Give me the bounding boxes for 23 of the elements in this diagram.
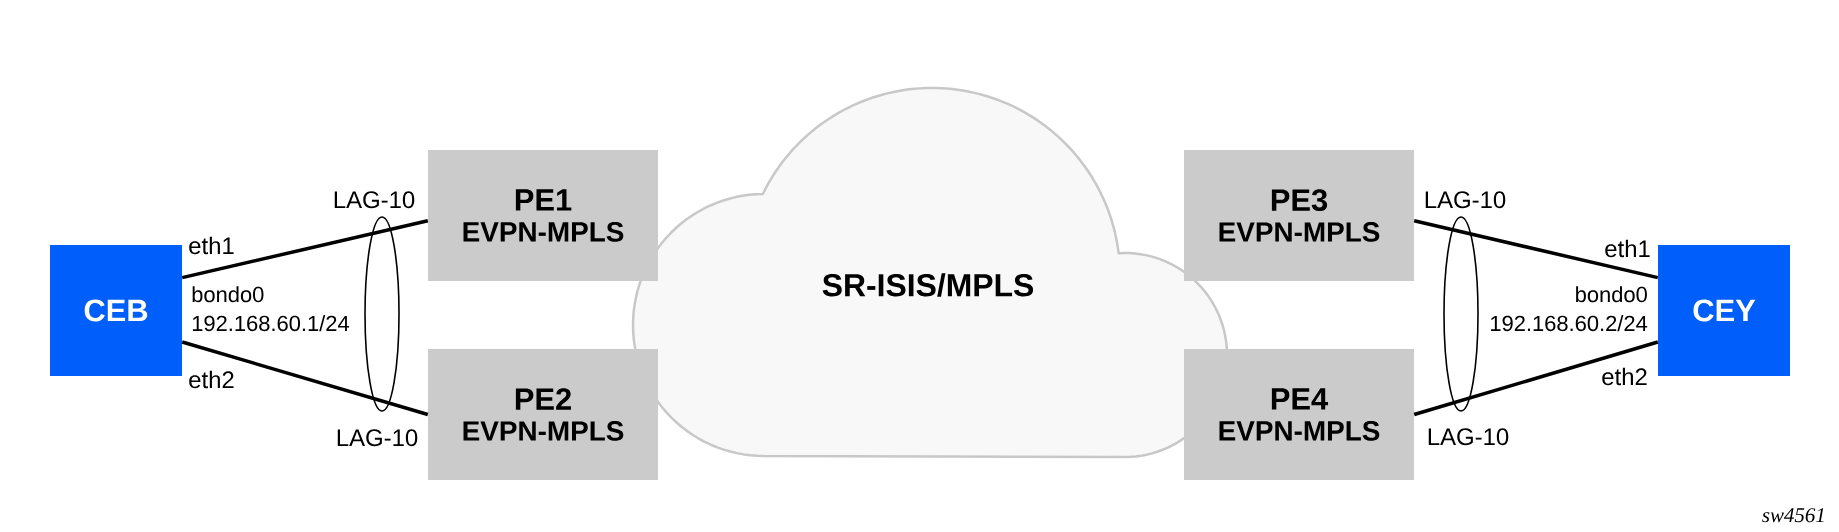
interface-label: eth2: [189, 370, 234, 389]
figure-number: sw4561: [1762, 508, 1824, 523]
lag-ellipse: [1443, 216, 1479, 412]
router-box: PE4 EVPN-MPLS: [1184, 349, 1414, 480]
device-box: CEB: [50, 245, 182, 376]
router-box: PE1 EVPN-MPLS: [428, 150, 658, 281]
interface-label: eth1: [1605, 239, 1650, 258]
link-line: [181, 219, 429, 280]
link-line: [181, 340, 429, 417]
router-box: PE2 EVPN-MPLS: [428, 349, 658, 480]
lag-label: LAG-10: [1428, 428, 1509, 446]
device-box: CEY: [1658, 245, 1790, 376]
interface-address: bondo0 192.168.60.1/24: [192, 286, 349, 332]
lag-label: LAG-10: [334, 191, 415, 209]
lag-ellipse: [364, 216, 400, 412]
interface-address: bondo0 192.168.60.2/24: [1491, 286, 1648, 332]
lag-label: LAG-10: [337, 429, 418, 447]
router-box: PE3 EVPN-MPLS: [1184, 150, 1414, 281]
link-line: [1413, 340, 1659, 417]
interface-label: eth1: [189, 236, 234, 255]
link-line: [1413, 219, 1659, 280]
lag-label: LAG-10: [1425, 191, 1506, 209]
interface-label: eth2: [1602, 367, 1647, 386]
